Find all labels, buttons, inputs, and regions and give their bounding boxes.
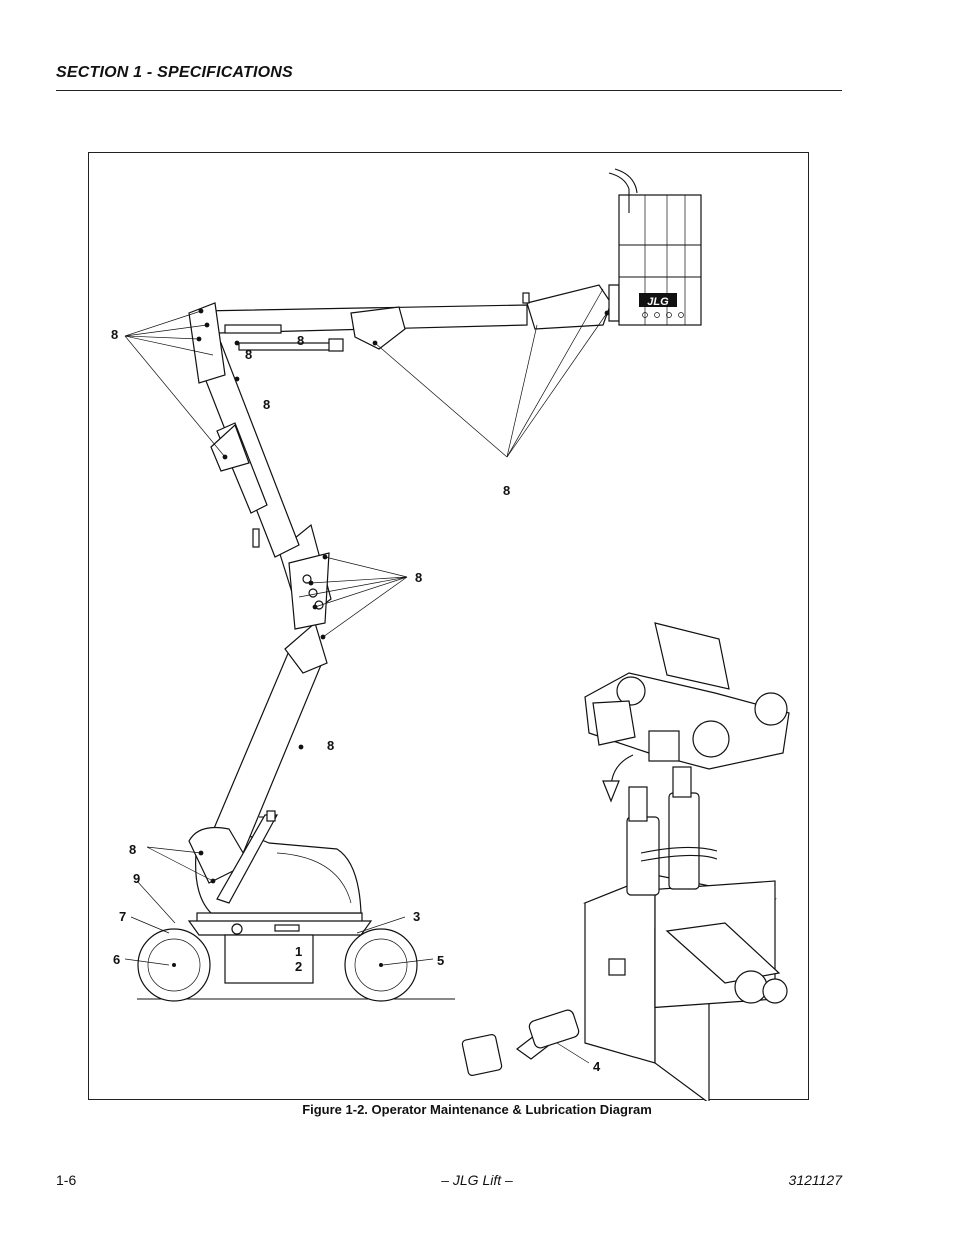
header-rule bbox=[56, 90, 842, 91]
callout-9: 9 bbox=[133, 871, 140, 886]
callout-7: 7 bbox=[119, 909, 126, 924]
callout-8-h: 8 bbox=[129, 842, 136, 857]
page-number: 1-6 bbox=[56, 1172, 77, 1188]
figure-caption: Figure 1-2. Operator Maintenance & Lubri… bbox=[302, 1102, 652, 1117]
lower-boom bbox=[188, 621, 328, 904]
grease-points bbox=[196, 308, 610, 884]
callout-4: 4 bbox=[593, 1059, 601, 1074]
platform-logo: JLG bbox=[647, 296, 669, 308]
callout-2: 2 bbox=[295, 959, 302, 974]
mid-boom bbox=[198, 341, 300, 558]
callout-6: 6 bbox=[113, 952, 120, 967]
callout-1: 1 bbox=[295, 944, 302, 959]
callout-8-c: 8 bbox=[297, 333, 304, 348]
figure-frame: JLG bbox=[88, 152, 809, 1101]
callout-8-d: 8 bbox=[263, 397, 270, 412]
callout-8-e: 8 bbox=[503, 483, 510, 498]
callout-8-g: 8 bbox=[327, 738, 334, 753]
section-header: SECTION 1 - SPECIFICATIONS bbox=[56, 64, 293, 81]
callout-5: 5 bbox=[437, 953, 444, 968]
manifold-inset bbox=[461, 622, 790, 1101]
doc-number: 3121127 bbox=[788, 1172, 842, 1188]
callout-3: 3 bbox=[413, 909, 420, 924]
upper-boom bbox=[188, 284, 612, 384]
rear-wheel bbox=[137, 928, 211, 1002]
callout-8-b: 8 bbox=[245, 347, 252, 362]
leader-lines bbox=[124, 288, 608, 966]
callout-8-a: 8 bbox=[111, 327, 118, 342]
lubrication-diagram: JLG bbox=[111, 168, 790, 1101]
footer-title: – JLG Lift – bbox=[441, 1172, 513, 1188]
callout-8-f: 8 bbox=[415, 570, 422, 585]
platform-basket: JLG bbox=[608, 168, 702, 326]
front-wheel bbox=[344, 928, 418, 1002]
